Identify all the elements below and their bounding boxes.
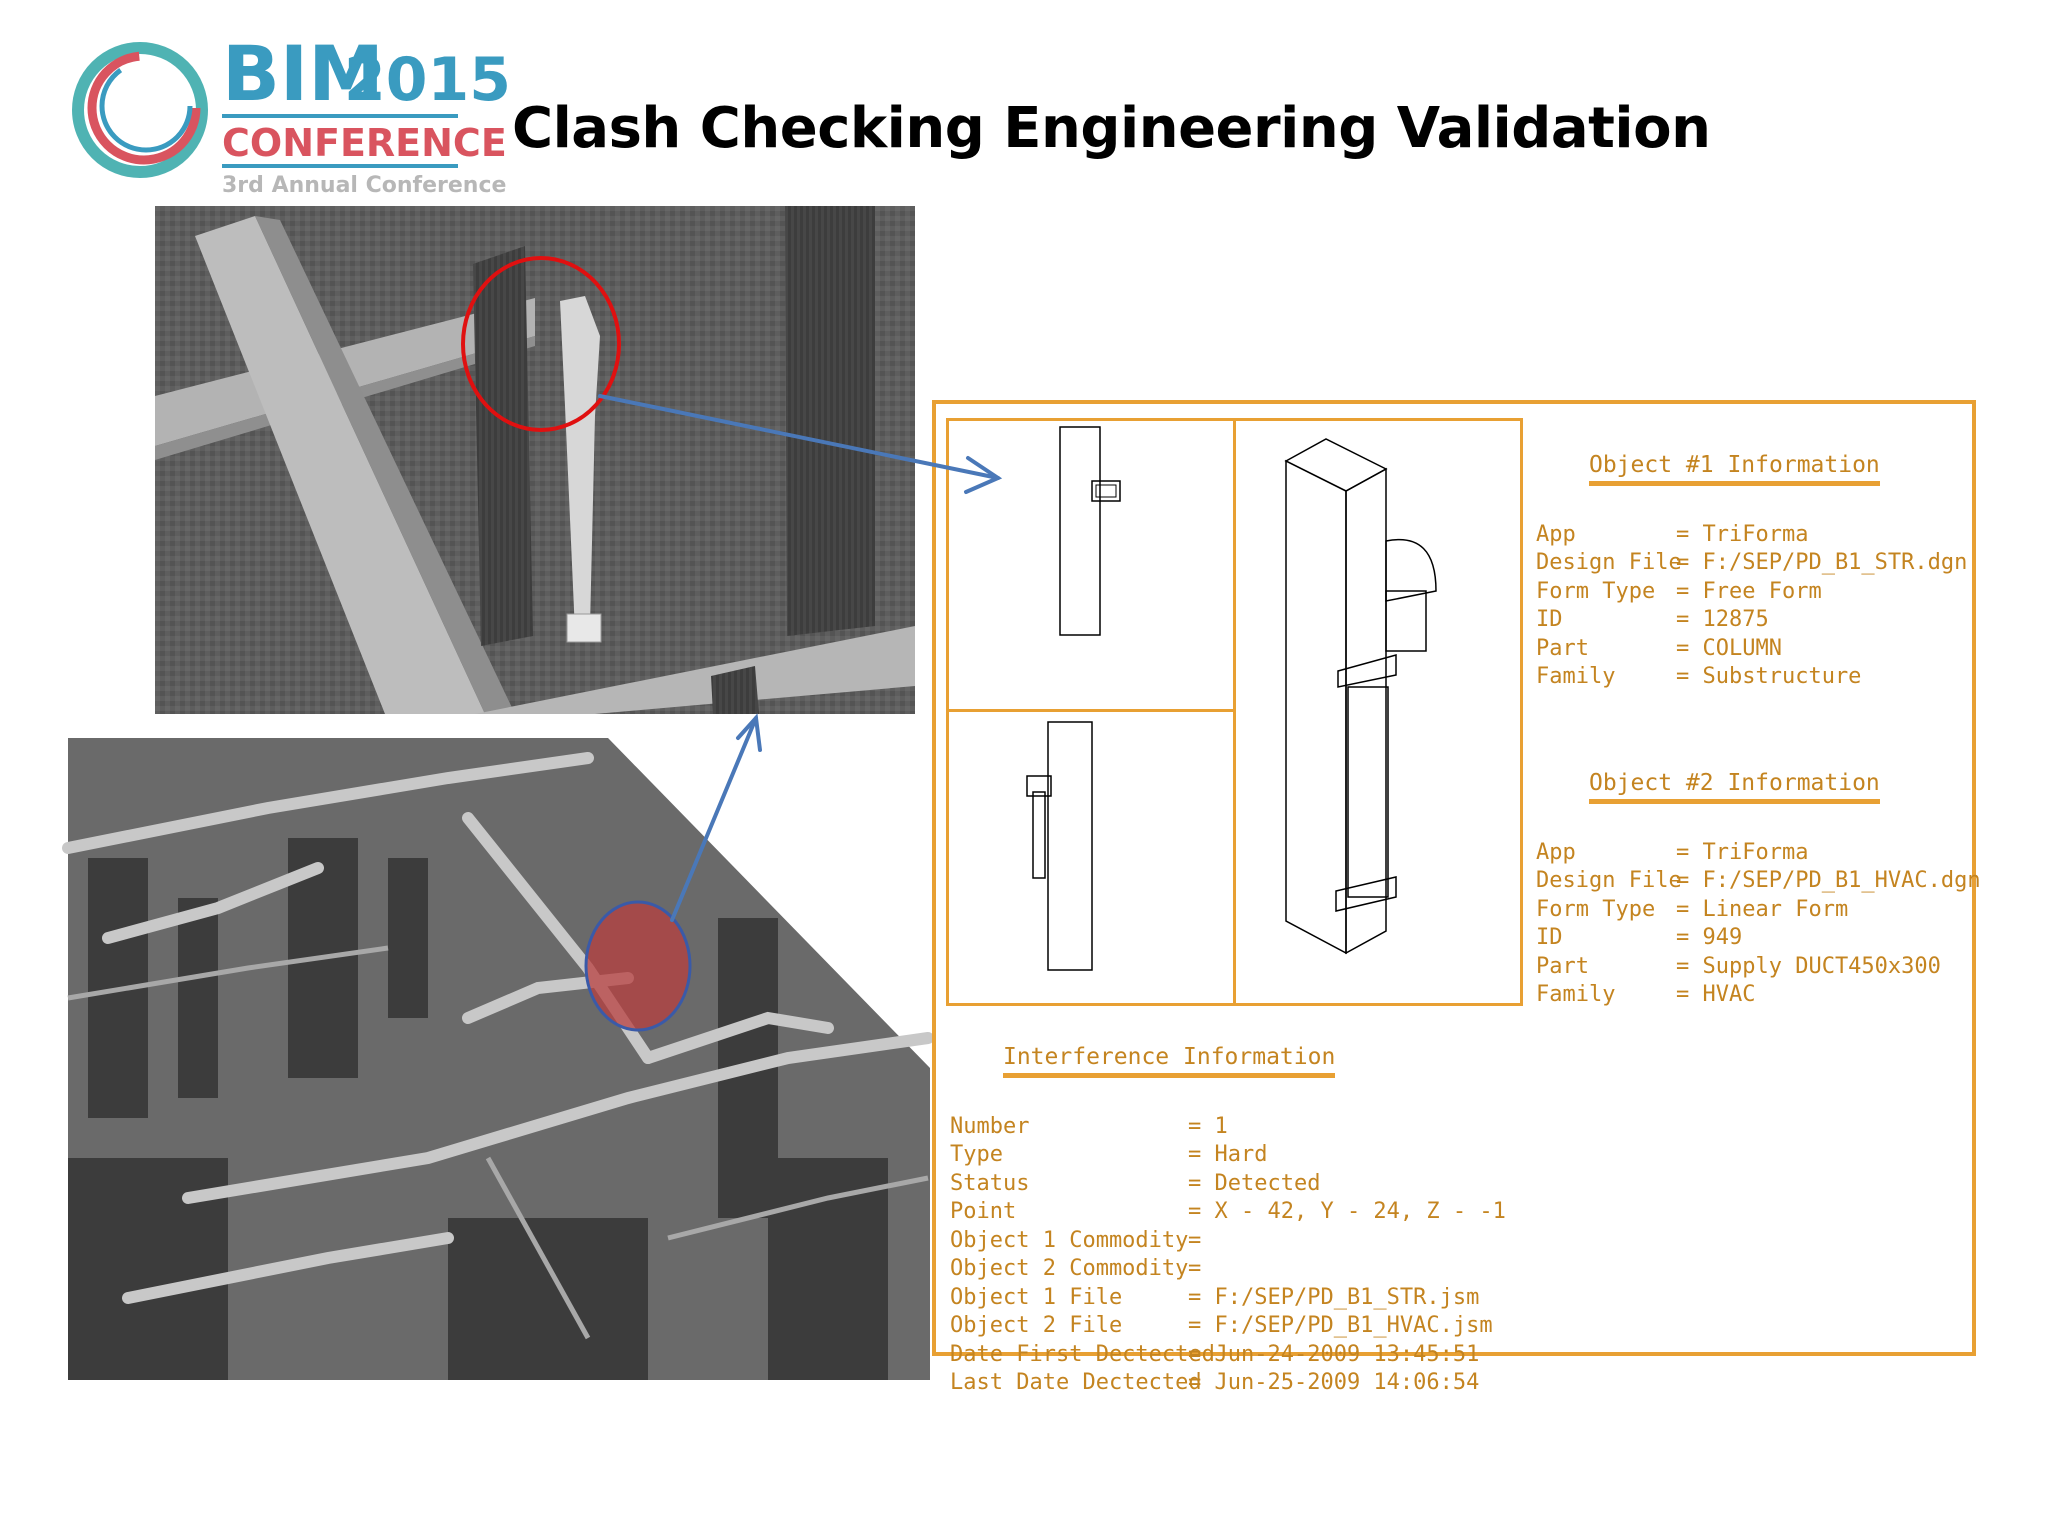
logo-divider [222,114,458,118]
bim-conference-logo: BIM 2015 CONFERENCE 3rd Annual Conferenc… [72,29,511,198]
info-key: Part [1536,635,1589,661]
info-key: Form Type [1536,578,1656,604]
info-value: = COLUMN [1676,635,1782,661]
logo-rings-icon [72,42,208,178]
info-value: = Free Form [1676,578,1822,604]
side-view-drawing [946,709,1236,1006]
info-key: App [1536,839,1576,865]
slide-title: Clash Checking Engineering Validation [512,96,1711,161]
info-value: = TriForma [1676,839,1809,865]
info-row: Family = HVAC [1536,981,1981,1010]
info-value: = Linear Form [1676,896,1849,922]
logo-divider-2 [222,164,458,168]
clash-closeup-render [155,206,915,714]
info-row: Number = 1 [950,1113,1506,1142]
info-row: Object 2 Commodity= [950,1255,1506,1284]
info-key: Last Date Dectected [950,1370,1202,1395]
info-row: Status = Detected [950,1170,1506,1199]
info-key: Family [1536,982,1616,1007]
info-key: Object 2 File [950,1313,1123,1338]
object-2-heading: Object #2 Information [1588,769,1880,804]
info-value: = Detected [1188,1170,1321,1196]
info-row: ID = 949 [1536,924,1981,953]
info-value: = X - 42, Y - 24, Z - -1 [1188,1199,1506,1224]
info-row: Object 1 Commodity= [950,1227,1506,1256]
info-row: Object 1 File = F:/SEP/PD_B1_STR.jsm [950,1284,1506,1313]
info-key: Design File [1536,550,1682,575]
info-row: App = TriForma [1536,521,1967,550]
info-row: Design File= F:/SEP/PD_B1_HVAC.dgn [1536,867,1981,896]
info-row: Type = Hard [950,1141,1506,1170]
logo-conference: CONFERENCE [222,121,507,165]
info-value: = F:/SEP/PD_B1_HVAC.jsm [1188,1313,1493,1338]
info-value: = TriForma [1676,521,1809,547]
logo-subtitle: 3rd Annual Conference [222,173,506,198]
info-row: Date First Dectected= Jun-24-2009 13:45:… [950,1341,1506,1370]
info-key: Number [950,1113,1030,1139]
info-key: App [1536,521,1576,547]
interference-info: Interference Information Number = 1 Type = … [950,1014,1506,1455]
front-view-drawing [946,418,1236,712]
logo-year: 2015 [344,45,511,115]
object-1-heading: Object #1 Information [1588,451,1880,486]
info-row: Design File= F:/SEP/PD_B1_STR.dgn [1536,549,1967,578]
info-key: Object 1 File [950,1284,1123,1310]
info-value: = 1 [1188,1113,1228,1139]
interference-heading: Interference Information [1002,1043,1336,1078]
isometric-view-drawing [1233,418,1523,1006]
clash-highlight-ellipse [461,256,621,432]
info-key: ID [1536,607,1563,632]
info-row: Part = Supply DUCT450x300 [1536,953,1981,982]
info-row: Form Type = Free Form [1536,578,1967,607]
info-key: Object 2 Commodity [950,1256,1189,1281]
info-row: Form Type = Linear Form [1536,896,1981,925]
info-key: Part [1536,953,1589,979]
info-value: = Supply DUCT450x300 [1676,953,1941,979]
info-key: ID [1536,925,1563,950]
info-key: Form Type [1536,896,1656,922]
logo-bim: BIM [222,29,384,118]
info-row: Last Date Dectected= Jun-25-2009 14:06:5… [950,1369,1506,1398]
info-value: = Hard [1188,1142,1268,1167]
info-row: Object 2 File = F:/SEP/PD_B1_HVAC.jsm [950,1312,1506,1341]
info-key: Type [950,1142,1003,1167]
info-value: = F:/SEP/PD_B1_STR.jsm [1188,1284,1480,1310]
info-row: Point = X - 42, Y - 24, Z - -1 [950,1198,1506,1227]
full-model-render [62,738,934,1380]
info-key: Object 1 Commodity [950,1227,1189,1253]
info-value: = Jun-24-2009 13:45:51 [1188,1341,1480,1367]
info-key: Family [1536,664,1616,689]
info-value: = F:/SEP/PD_B1_HVAC.dgn [1676,868,1981,893]
info-value: = F:/SEP/PD_B1_STR.dgn [1676,550,1968,575]
info-value: = [1188,1227,1202,1253]
clash-location-marker [584,900,692,1032]
info-row: ID = 12875 [1536,606,1967,635]
info-row: Part = COLUMN [1536,635,1967,664]
info-value: = 949 [1676,925,1743,950]
info-key: Status [950,1170,1030,1196]
info-key: Point [950,1199,1017,1224]
info-key: Design File [1536,868,1682,893]
info-row: Family = Substructure [1536,663,1967,692]
info-value: = HVAC [1676,982,1756,1007]
info-value: = Substructure [1676,664,1862,689]
info-value: = 12875 [1676,607,1769,632]
info-row: App = TriForma [1536,839,1981,868]
info-value: = Jun-25-2009 14:06:54 [1188,1370,1480,1395]
info-key: Date First Dectected [950,1341,1215,1367]
info-value: = [1188,1256,1202,1281]
